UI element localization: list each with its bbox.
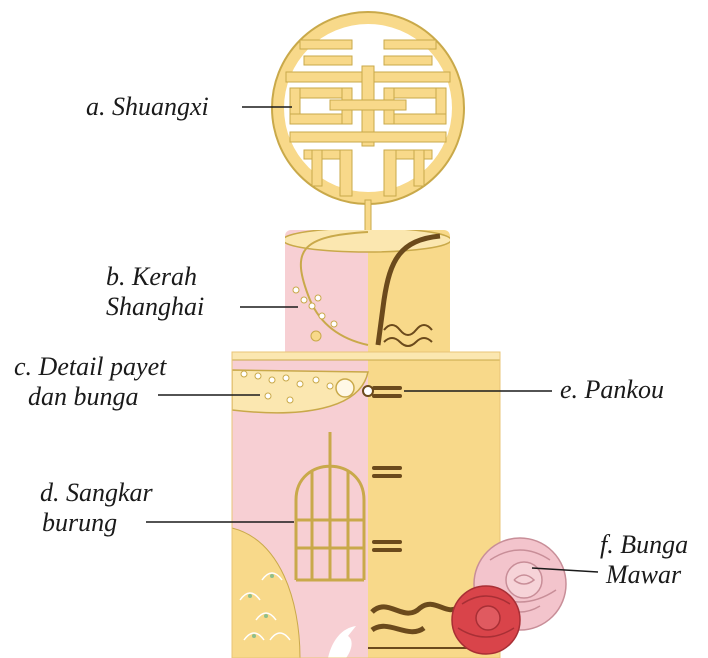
label-pankou-line1: e. Pankou	[560, 375, 664, 405]
label-sangkar-burung: d. Sangkar burung	[40, 478, 153, 538]
label-sangkar-line2: burung	[40, 508, 153, 538]
label-bunga-line2: Mawar	[600, 560, 688, 590]
label-shuangxi-line1: a. Shuangxi	[86, 92, 209, 122]
label-sangkar-line1: d. Sangkar	[40, 478, 153, 508]
label-bunga-line1: f. Bunga	[600, 530, 688, 560]
red-rose	[452, 586, 520, 654]
label-kerah-line1: b. Kerah	[106, 262, 204, 292]
label-bunga-mawar: f. Bunga Mawar	[600, 530, 688, 590]
top-tier	[283, 228, 451, 360]
label-detail-line1: c. Detail payet	[14, 352, 166, 382]
label-kerah-shanghai: b. Kerah Shanghai	[106, 262, 204, 322]
label-shuangxi: a. Shuangxi	[86, 92, 209, 122]
label-detail-line2: dan bunga	[14, 382, 166, 412]
label-kerah-line2: Shanghai	[106, 292, 204, 322]
label-pankou: e. Pankou	[560, 375, 664, 405]
label-detail-payet: c. Detail payet dan bunga	[14, 352, 166, 412]
